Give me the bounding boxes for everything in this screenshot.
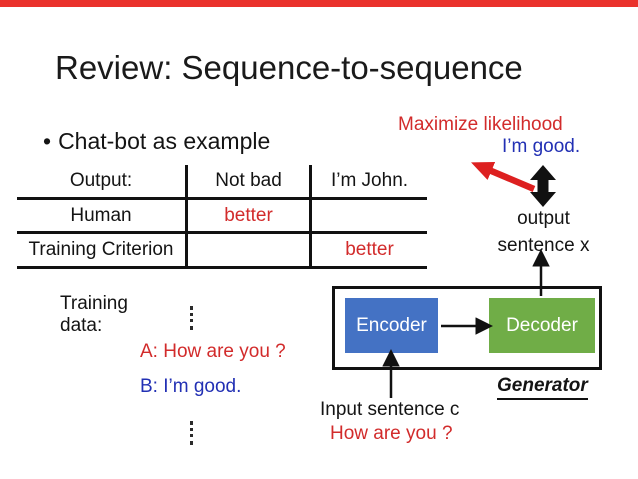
vertical-ellipsis-icon (190, 421, 193, 445)
encoder-block: Encoder (345, 298, 438, 353)
vertical-ellipsis-icon (190, 306, 193, 330)
table-row: Training Criterion better (17, 234, 427, 269)
output-sentence-line1: output (517, 208, 570, 229)
decoder-block: Decoder (489, 298, 595, 353)
table-cell-im-john: I’m John. (312, 165, 427, 200)
slide-top-accent-bar (0, 0, 638, 7)
bullet-marker: • (43, 128, 52, 154)
input-sentence-label: Input sentence c (320, 399, 460, 420)
table-row: Output: Not bad I’m John. (17, 165, 427, 200)
table-cell-empty (312, 200, 427, 234)
table-cell-human-better: better (185, 200, 312, 234)
criterion-table: Output: Not bad I’m John. Human better T… (17, 165, 427, 269)
output-sentence-line2: sentence x (497, 235, 590, 256)
table-cell-not-bad: Not bad (185, 165, 312, 200)
bullet-text: Chat-bot as example (58, 128, 271, 154)
table-cell-empty (185, 234, 312, 269)
how-are-you-label: How are you ? (330, 423, 453, 444)
training-data-line1: Training (60, 293, 128, 314)
table-cell-output-label: Output: (17, 165, 185, 200)
training-data-label: Training data: (60, 293, 128, 337)
training-data-line2: data: (60, 315, 103, 336)
generator-label: Generator (497, 375, 588, 400)
im-good-label: I’m good. (502, 136, 581, 157)
slide-title: Review: Sequence-to-sequence (55, 49, 523, 86)
up-down-arrow-icon (530, 165, 556, 207)
maximize-likelihood-arrow-icon (471, 162, 536, 192)
dialog-a-label: A: How are you ? (140, 341, 286, 362)
output-sentence-label: output sentence x (478, 205, 609, 259)
dialog-b-label: B: I’m good. (140, 376, 242, 397)
table-cell-criterion-better: better (312, 234, 427, 269)
maximize-likelihood-label: Maximize likelihood (398, 114, 563, 135)
decoder-label: Decoder (506, 314, 578, 336)
table-cell-training-criterion: Training Criterion (17, 234, 185, 269)
bullet-line: • Chat-bot as example (43, 128, 270, 154)
table-row: Human better (17, 200, 427, 234)
generator-box (332, 286, 602, 370)
encoder-label: Encoder (356, 314, 427, 336)
table-cell-human: Human (17, 200, 185, 234)
